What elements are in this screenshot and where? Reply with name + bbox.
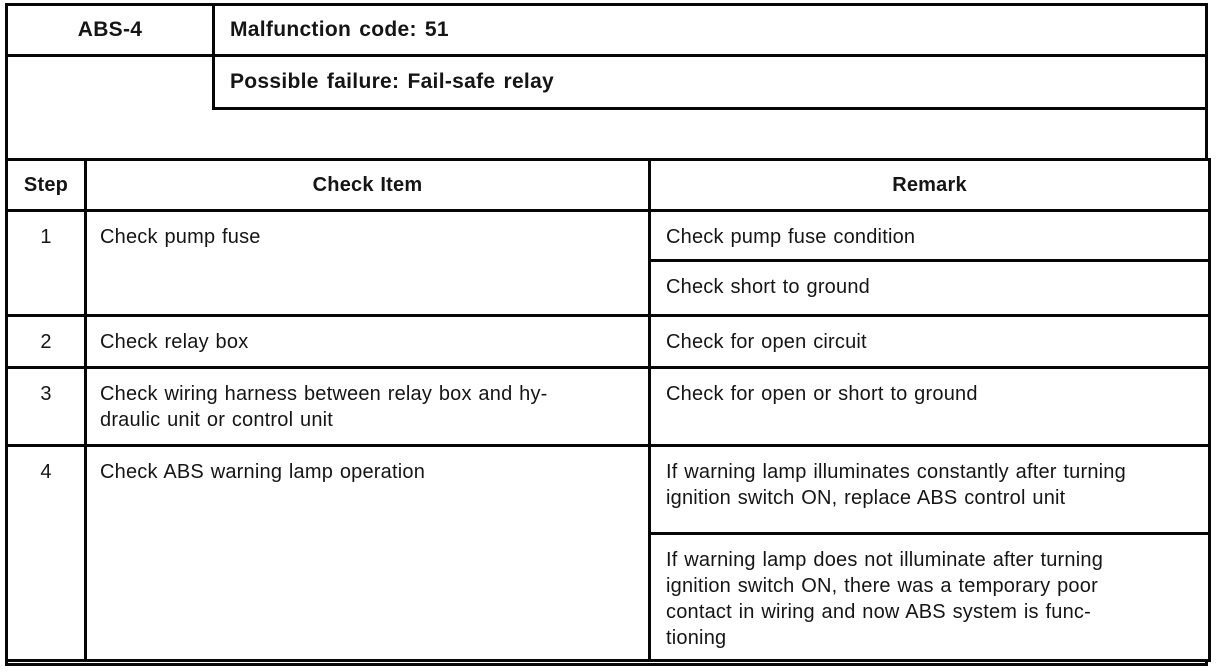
- step-number: 3: [5, 366, 87, 447]
- remark-cell: Check short to ground: [648, 259, 1211, 317]
- table-header-row: Step Check Item Remark: [5, 158, 1211, 212]
- table-row-step1-remark2: Check short to ground: [7, 259, 1211, 317]
- diagnostic-table: Step Check Item Remark 1 Check pump fuse…: [5, 158, 1211, 662]
- malfunction-code-cell: Malfunction code: 51: [212, 3, 1208, 57]
- abs-code-label: ABS-4: [77, 18, 143, 41]
- remark-cell: If warning lamp does not illuminate afte…: [648, 532, 1211, 662]
- step-number: 1: [5, 209, 87, 317]
- table-row-step4-remark2: If warning lamp does not illuminate afte…: [7, 532, 1211, 662]
- step-number: 2: [5, 314, 87, 369]
- remark-cell: Check pump fuse condition: [648, 209, 1211, 262]
- step-number: 4: [5, 444, 87, 662]
- remark-cell: Check for open circuit: [648, 314, 1211, 369]
- table-row-step2: 2 Check relay box Check for open circuit: [5, 314, 1211, 369]
- possible-failure-label: Possible failure: Fail-safe relay: [230, 70, 555, 93]
- possible-failure-cell: Possible failure: Fail-safe relay: [212, 54, 1208, 110]
- table-row-step1: 1 Check pump fuse Check pump fuse condit…: [5, 209, 1211, 317]
- malfunction-code-label: Malfunction code: 51: [230, 18, 449, 41]
- remark-column-header: Remark: [648, 158, 1211, 212]
- check-item-cell: Check ABS warning lamp operation: [84, 444, 651, 662]
- remark-cell: If warning lamp illuminates constantly a…: [648, 444, 1211, 535]
- remark-cell: Check for open or short to ground: [648, 366, 1211, 447]
- abs-code-cell: ABS-4: [5, 3, 215, 57]
- step-column-header: Step: [5, 158, 87, 212]
- check-item-cell: Check relay box: [84, 314, 651, 369]
- check-item-cell: Check wiring harness between relay box a…: [84, 366, 651, 447]
- check-item-cell: Check pump fuse: [84, 209, 651, 317]
- table-row-step3: 3 Check wiring harness between relay box…: [5, 366, 1211, 447]
- table-row-step4: 4 Check ABS warning lamp operation If wa…: [5, 444, 1211, 662]
- check-item-column-header: Check Item: [84, 158, 651, 212]
